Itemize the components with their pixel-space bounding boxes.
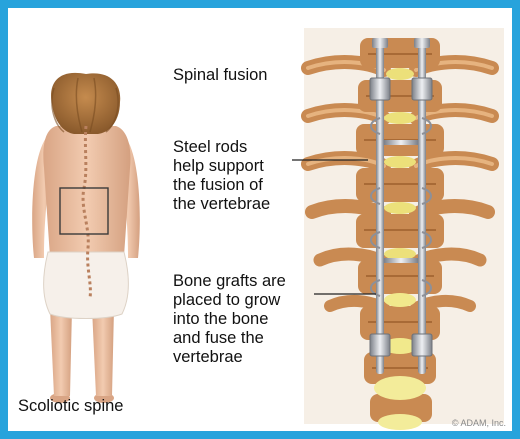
scoliotic-spine-label: Scoliotic spine bbox=[18, 397, 123, 416]
copyright-credit: © ADAM, Inc. bbox=[452, 418, 506, 428]
spinal-fusion-label: Spinal fusion bbox=[173, 66, 267, 85]
steel-rods-label: Steel rods help support the fusion of th… bbox=[173, 138, 270, 214]
child-figure bbox=[32, 73, 140, 403]
bone-grafts-label: Bone grafts are placed to grow into the … bbox=[173, 272, 286, 367]
